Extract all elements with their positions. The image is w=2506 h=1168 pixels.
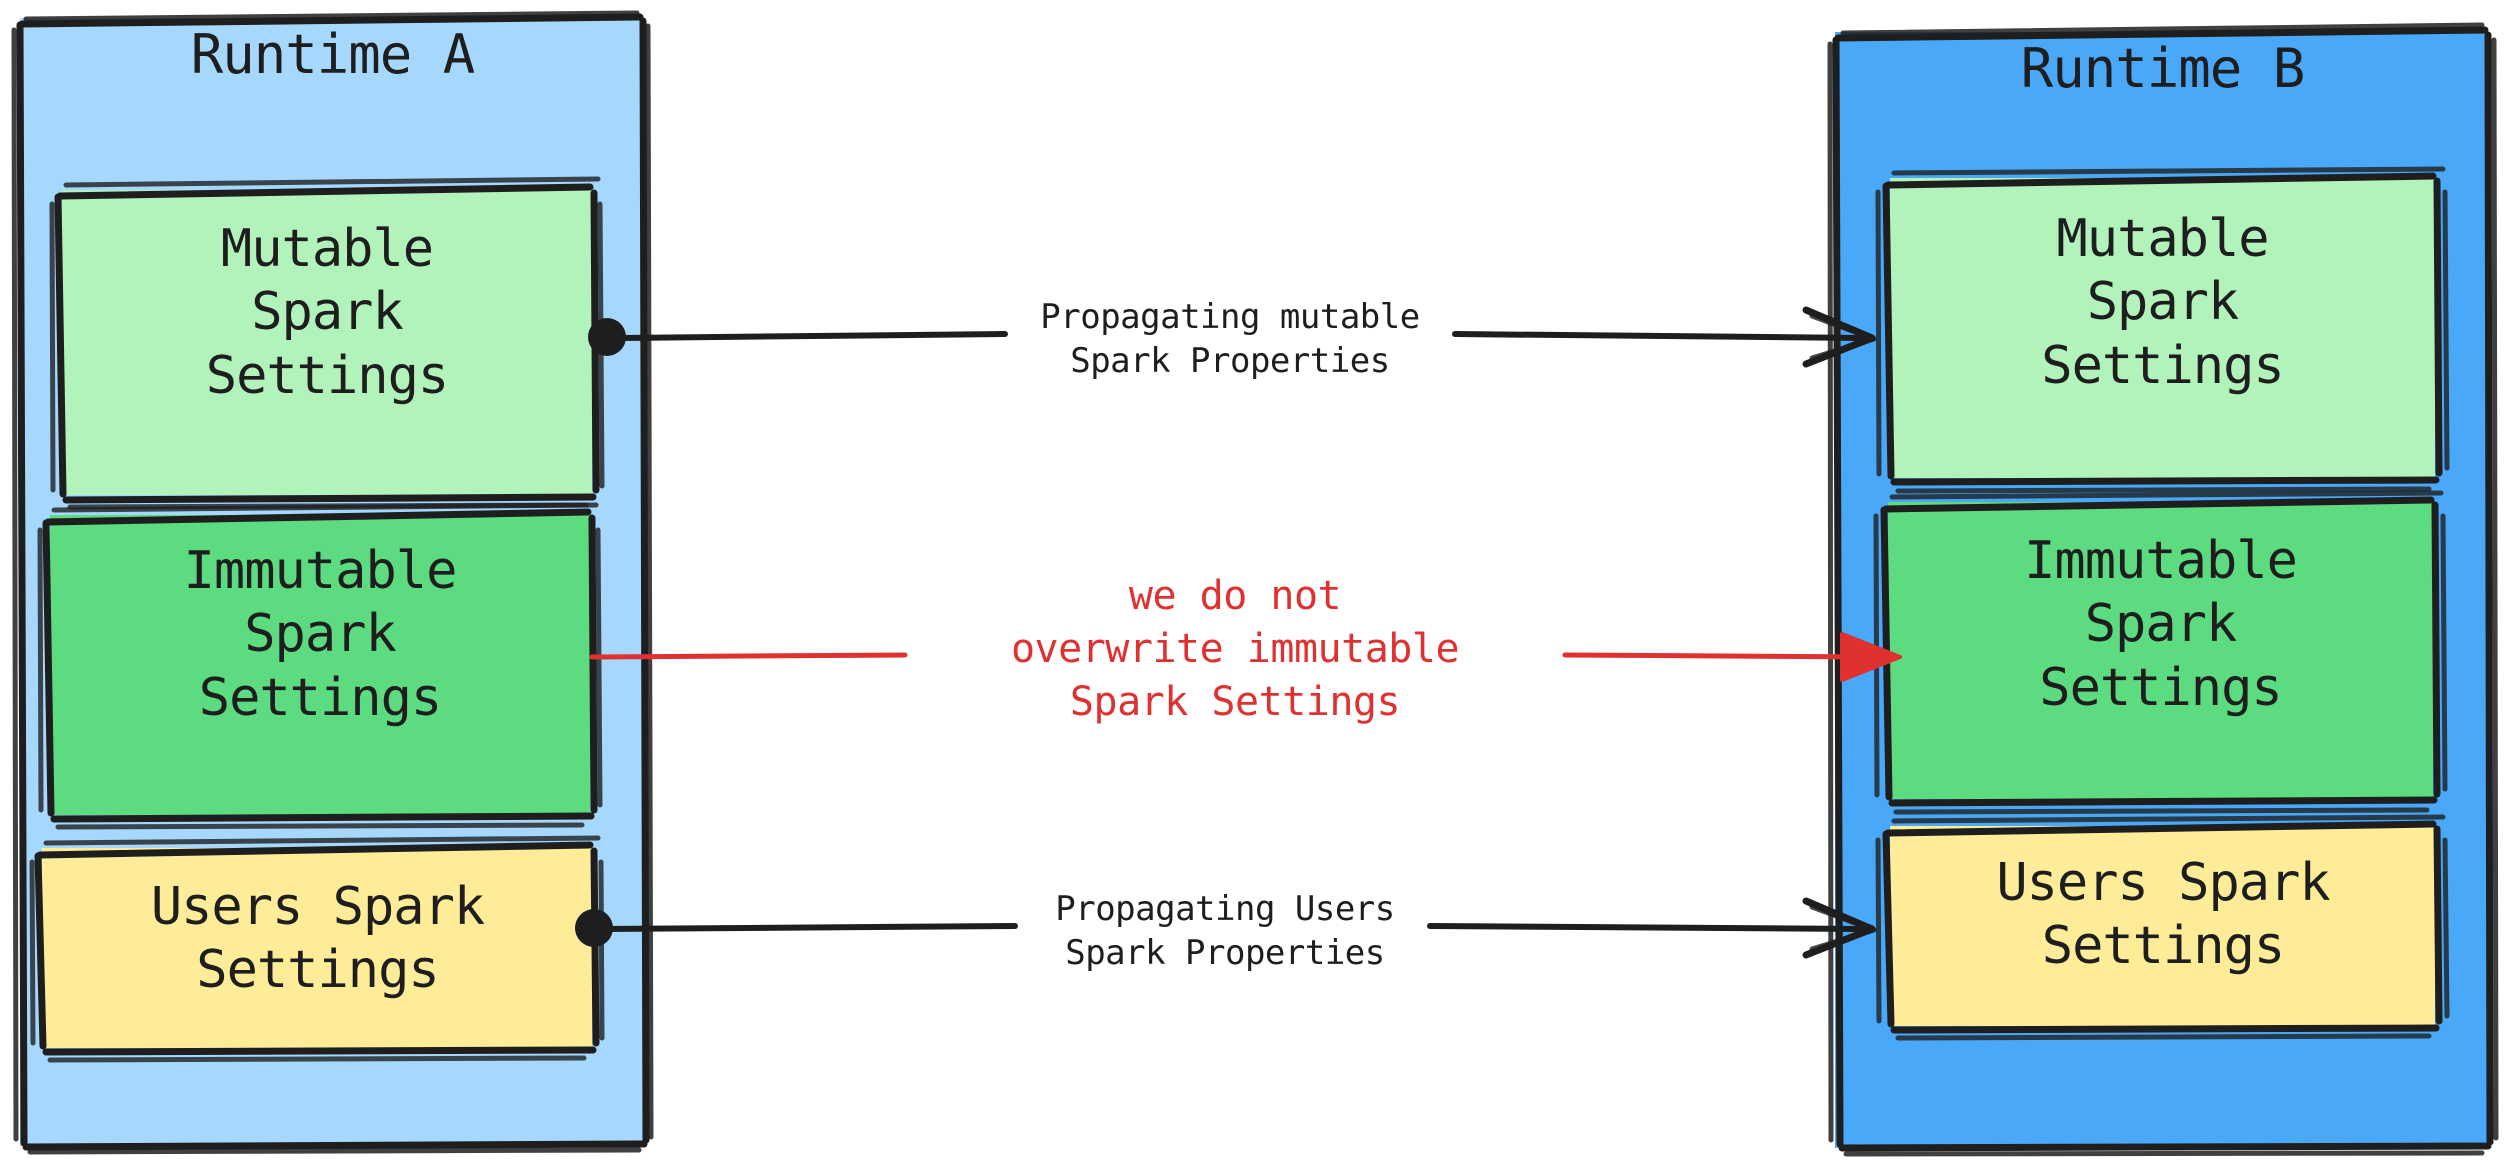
immutable-a-box[interactable] xyxy=(37,502,603,830)
edge-mutable-connector[interactable] xyxy=(588,306,1877,368)
mutable-b-box[interactable] xyxy=(1875,166,2450,494)
edge-users-connector[interactable] xyxy=(575,897,1877,959)
edge-immutable-connector[interactable] xyxy=(589,632,1902,682)
immutable-b-box[interactable] xyxy=(1873,490,2448,815)
users-a-box[interactable] xyxy=(29,835,605,1063)
mutable-a-box[interactable] xyxy=(49,176,605,510)
users-b-box[interactable] xyxy=(1875,814,2450,1041)
